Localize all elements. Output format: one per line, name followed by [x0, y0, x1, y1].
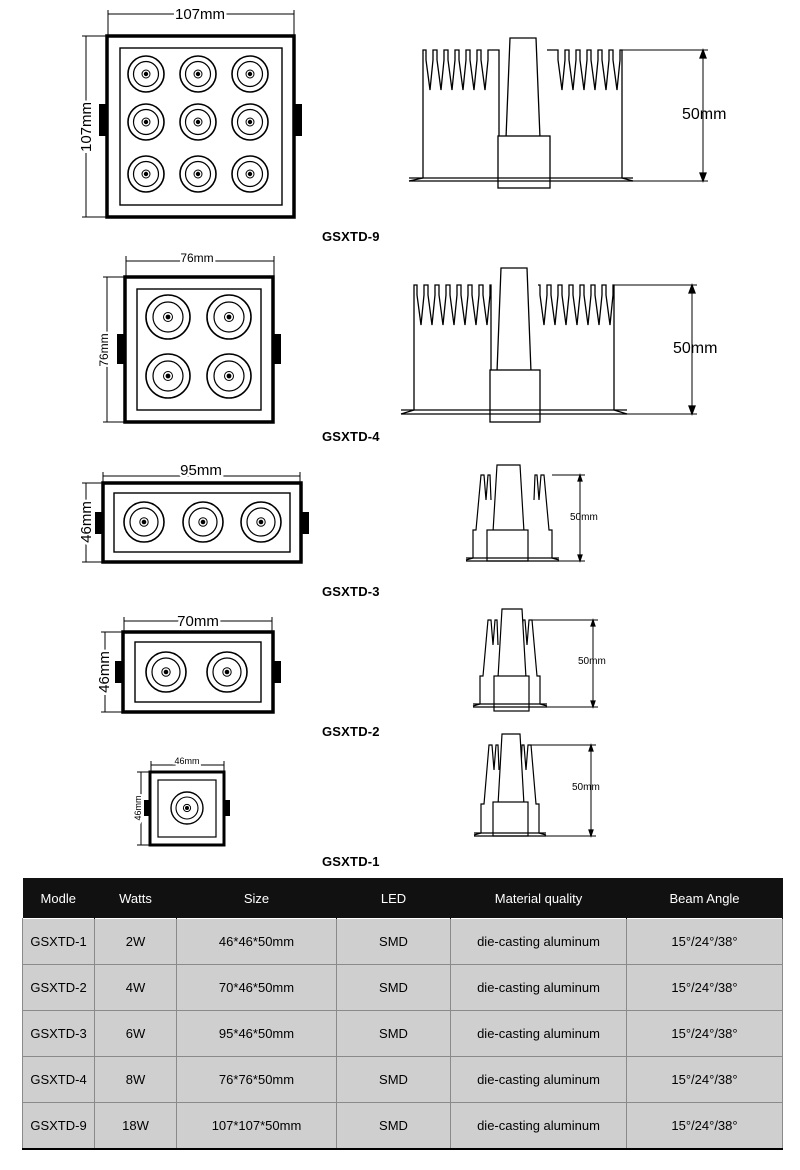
depth-dimension: 50mm: [682, 106, 726, 123]
table-cell: die-casting aluminum: [450, 1102, 627, 1150]
column-header: LED: [336, 878, 451, 919]
table-cell: SMD: [336, 918, 451, 965]
table-row: GSXTD-4 8W 76*76*50mm SMD die-casting al…: [22, 1056, 783, 1103]
lens: [231, 103, 269, 141]
table-row: GSXTD-9 18W 107*107*50mm SMD die-casting…: [22, 1102, 783, 1150]
lens: [123, 501, 165, 543]
specification-table: Modle Watts Size LED Material quality Be…: [22, 878, 783, 1150]
table-cell: GSXTD-2: [22, 964, 95, 1011]
lens: [145, 294, 191, 340]
lens: [127, 55, 165, 93]
table-cell: 6W: [94, 1010, 177, 1057]
lens: [206, 294, 252, 340]
lens: [182, 501, 224, 543]
table-cell: SMD: [336, 1102, 451, 1150]
table-cell: 15°/24°/38°: [626, 918, 783, 965]
model-label-gsxtd-9: GSXTD-9: [322, 229, 380, 244]
lens: [179, 55, 217, 93]
side-view-gsxtd-9: [408, 37, 708, 189]
width-dimension: 46mm: [174, 756, 199, 766]
side-view-gsxtd-2: [472, 608, 598, 712]
table-cell: die-casting aluminum: [450, 964, 627, 1011]
table-cell: 46*46*50mm: [176, 918, 337, 965]
table-cell: 107*107*50mm: [176, 1102, 337, 1150]
lens: [240, 501, 282, 543]
model-label-gsxtd-4: GSXTD-4: [322, 429, 380, 444]
model-label-gsxtd-3: GSXTD-3: [322, 584, 380, 599]
depth-dimension: 50mm: [570, 512, 598, 523]
table-cell: 8W: [94, 1056, 177, 1103]
lens: [179, 103, 217, 141]
height-dimension: 76mm: [97, 333, 111, 366]
height-dimension: 107mm: [78, 102, 95, 152]
column-header: Modle: [22, 878, 95, 919]
height-dimension: 46mm: [78, 501, 95, 543]
table-cell: 15°/24°/38°: [626, 1056, 783, 1103]
height-dimension: 46mm: [96, 651, 113, 693]
table-cell: GSXTD-3: [22, 1010, 95, 1057]
table-cell: GSXTD-4: [22, 1056, 95, 1103]
lens: [145, 353, 191, 399]
side-view-gsxtd-1: [473, 733, 596, 838]
lens: [206, 353, 252, 399]
table-cell: SMD: [336, 1010, 451, 1057]
depth-dimension: 50mm: [578, 656, 606, 667]
width-dimension: 76mm: [180, 251, 213, 265]
lens: [145, 651, 187, 693]
table-cell: GSXTD-9: [22, 1102, 95, 1150]
depth-dimension: 50mm: [673, 340, 717, 357]
table-cell: 4W: [94, 964, 177, 1011]
width-dimension: 107mm: [175, 6, 225, 23]
model-label-gsxtd-2: GSXTD-2: [322, 724, 380, 739]
column-header: Beam Angle: [626, 878, 783, 919]
table-cell: GSXTD-1: [22, 918, 95, 965]
table-header-row: Modle Watts Size LED Material quality Be…: [22, 878, 783, 919]
front-view-gsxtd-9: 107mm 107mm: [76, 4, 302, 219]
technical-drawings: 107mm 107mm 50mm 76mm: [76, 4, 727, 847]
table-row: GSXTD-1 2W 46*46*50mm SMD die-casting al…: [22, 918, 783, 965]
table-cell: 70*46*50mm: [176, 964, 337, 1011]
height-dimension: 46mm: [133, 795, 143, 820]
front-view-gsxtd-1: 46mm 46mm: [131, 754, 230, 847]
table-cell: 15°/24°/38°: [626, 1010, 783, 1057]
table-cell: 76*76*50mm: [176, 1056, 337, 1103]
column-header: Material quality: [450, 878, 627, 919]
table-cell: SMD: [336, 964, 451, 1011]
side-view-gsxtd-3: [465, 464, 585, 563]
column-header: Watts: [94, 878, 177, 919]
lens: [231, 155, 269, 193]
table-cell: 2W: [94, 918, 177, 965]
model-label-gsxtd-1: GSXTD-1: [322, 854, 380, 869]
column-header: Size: [176, 878, 337, 919]
front-view-gsxtd-2: 70mm 46mm: [94, 611, 281, 714]
front-view-gsxtd-3: 95mm 46mm: [76, 460, 309, 564]
table-cell: 18W: [94, 1102, 177, 1150]
table-cell: 15°/24°/38°: [626, 1102, 783, 1150]
table-row: GSXTD-2 4W 70*46*50mm SMD die-casting al…: [22, 964, 783, 1011]
table-cell: 95*46*50mm: [176, 1010, 337, 1057]
table-cell: die-casting aluminum: [450, 1056, 627, 1103]
table-cell: die-casting aluminum: [450, 918, 627, 965]
lens: [170, 791, 204, 825]
table-cell: 15°/24°/38°: [626, 964, 783, 1011]
lens: [206, 651, 248, 693]
lens: [127, 103, 165, 141]
side-view-gsxtd-4: [400, 267, 697, 423]
width-dimension: 70mm: [177, 613, 219, 630]
front-view-gsxtd-4: 76mm 76mm: [95, 249, 281, 424]
lens: [231, 55, 269, 93]
table-row: GSXTD-3 6W 95*46*50mm SMD die-casting al…: [22, 1010, 783, 1057]
lens: [127, 155, 165, 193]
depth-dimension: 50mm: [572, 782, 600, 793]
lens: [179, 155, 217, 193]
table-cell: SMD: [336, 1056, 451, 1103]
table-cell: die-casting aluminum: [450, 1010, 627, 1057]
width-dimension: 95mm: [180, 462, 222, 479]
